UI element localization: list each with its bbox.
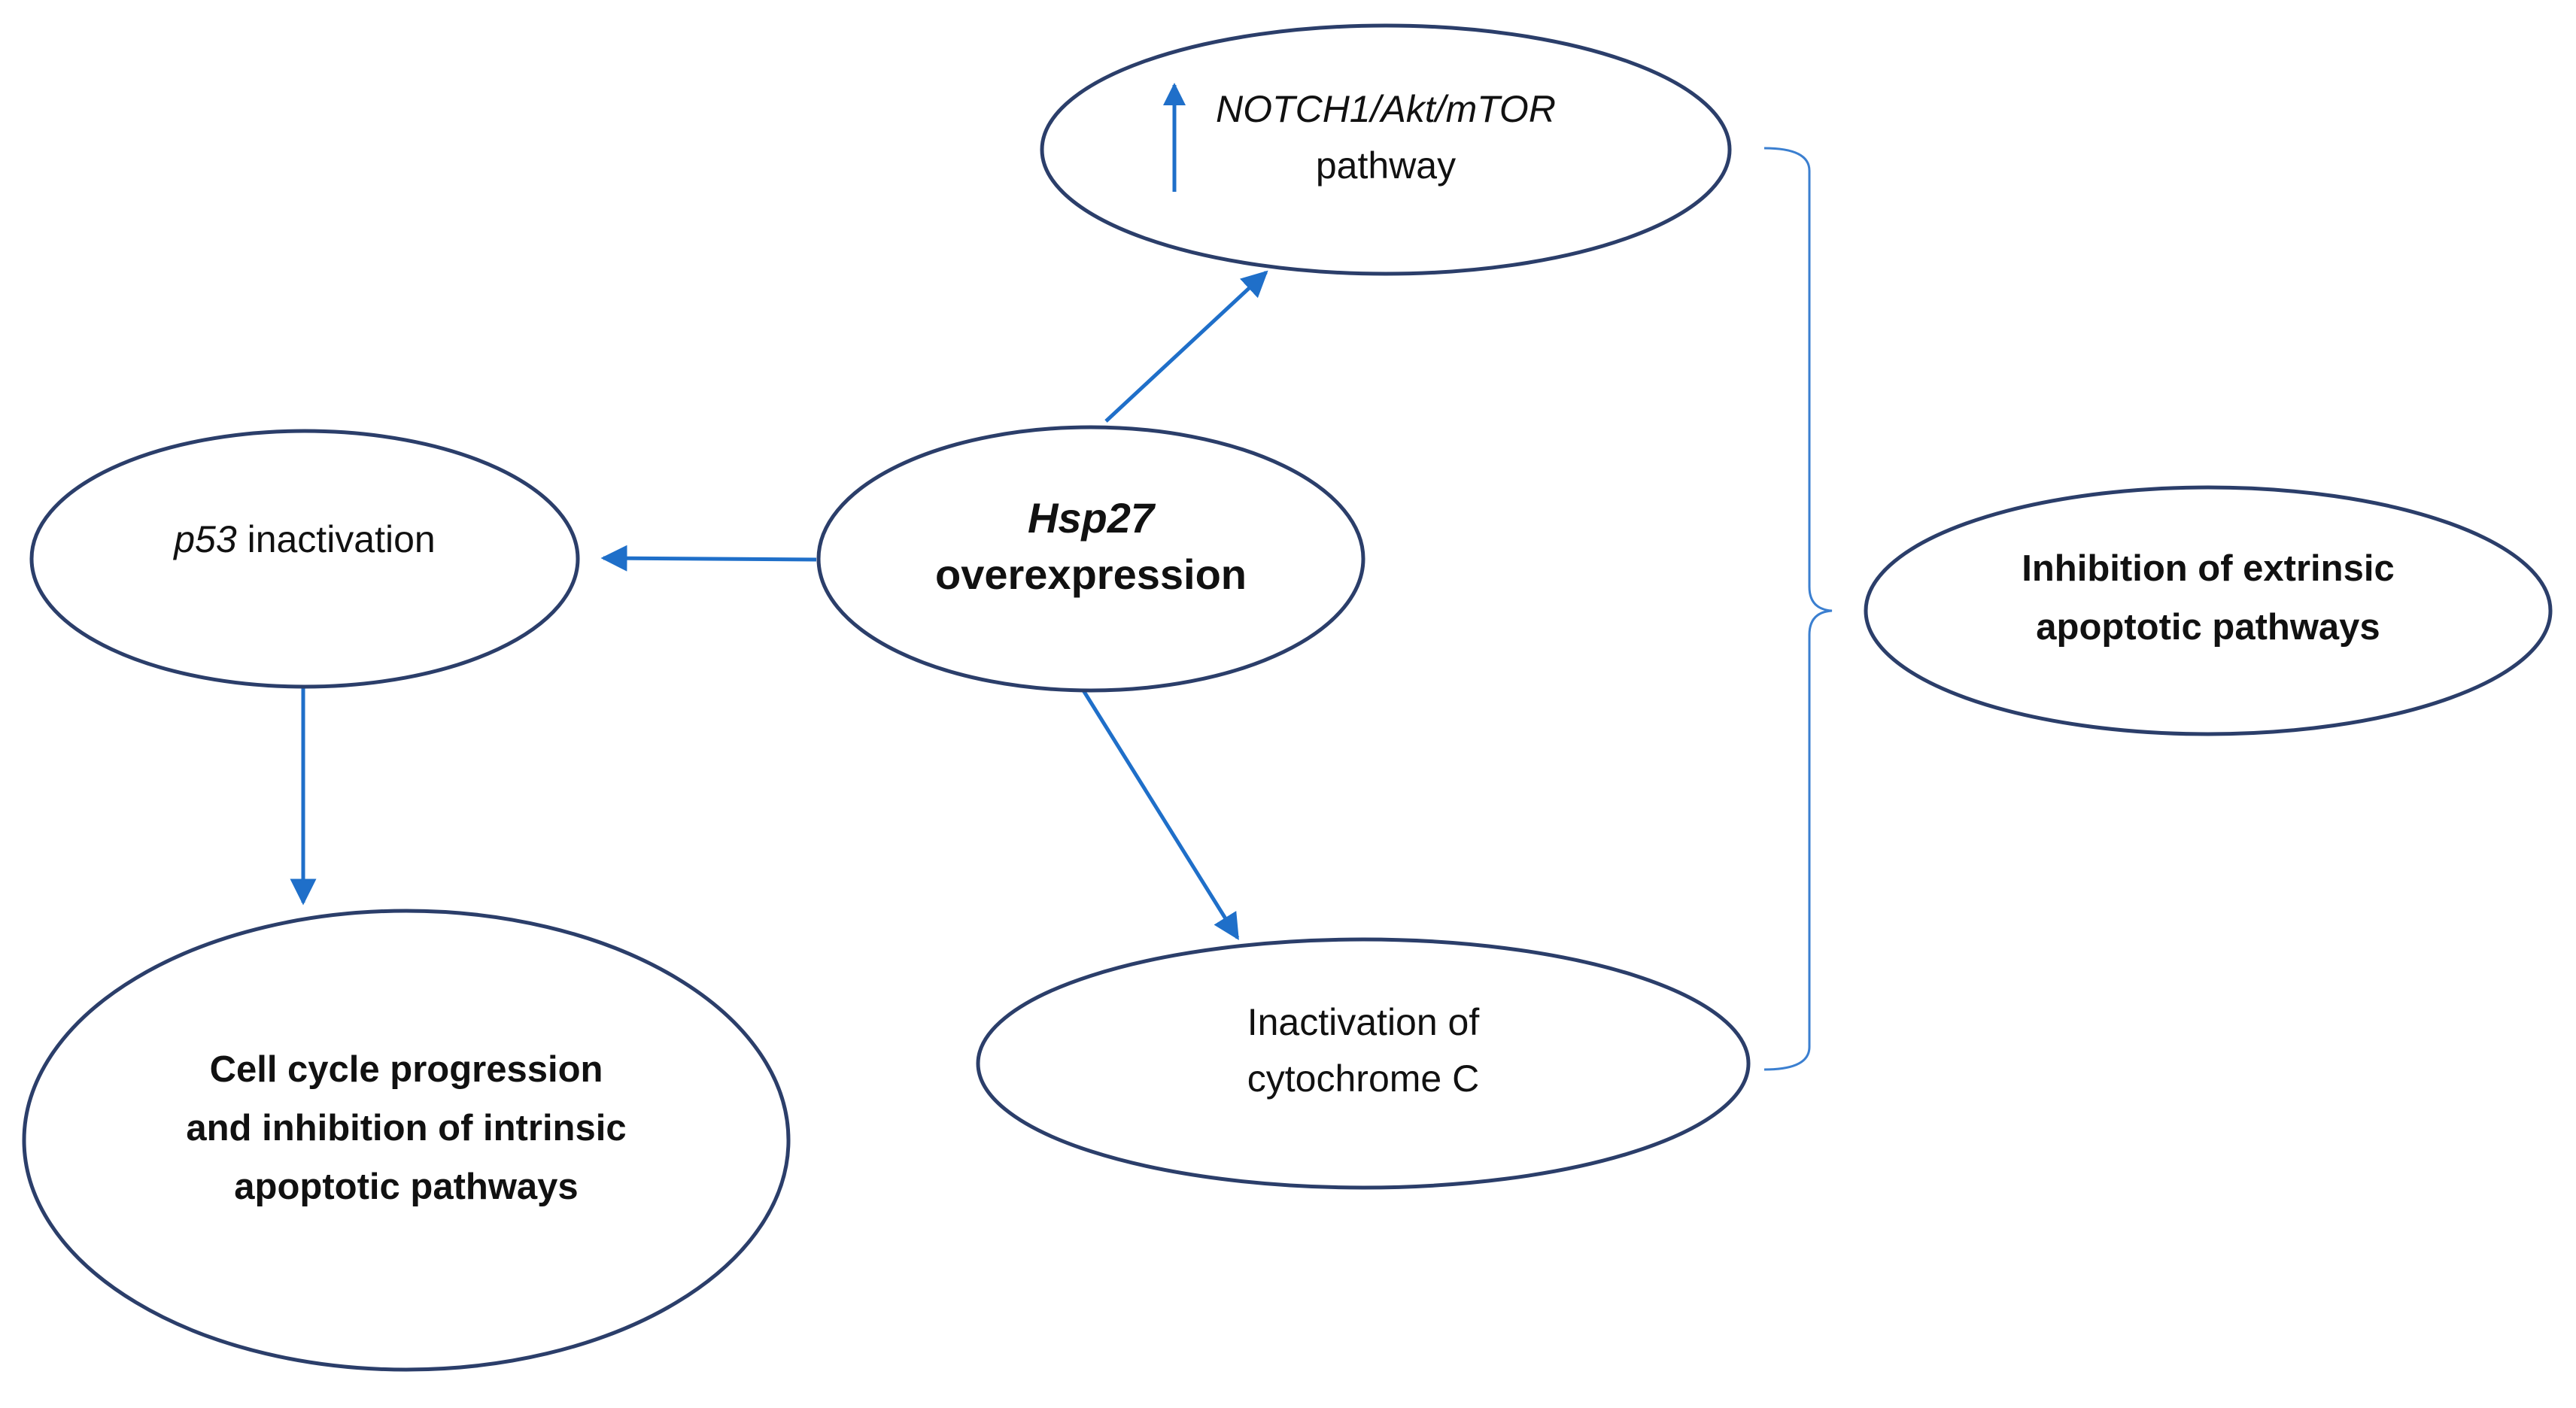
extrinsic-label-line-2-part-1: apoptotic pathways: [2036, 607, 2380, 648]
cytochrome-label-line-2-part-1: cytochrome C: [1247, 1058, 1479, 1100]
hsp27-label-line-2-part-1: overexpression: [935, 551, 1247, 598]
node-notch-pathway-shape: [1040, 23, 1732, 276]
edges-layer: [290, 270, 1268, 940]
grouping-brace: [1763, 147, 1833, 1071]
p53-label-line-1-part-2: inactivation: [237, 518, 436, 560]
node-cell-cycle-progression-shape: [22, 909, 791, 1372]
node-cytochrome-inactivation-label: Inactivation of cytochrome C: [1247, 1001, 1480, 1100]
node-notch-pathway-label: NOTCH1/Akt/mTOR pathway: [1216, 88, 1556, 187]
node-extrinsic-inhibition-label: Inhibition of extrinsic apoptotic pathway…: [2022, 548, 2394, 648]
node-cytochrome-inactivation-shape: [976, 937, 1751, 1190]
extrinsic-label-line-1-part-1: Inhibition of extrinsic: [2022, 548, 2394, 589]
cell_cycle-label-line-2-part-1: and inhibition of intrinsic: [186, 1108, 626, 1149]
node-cell-cycle-progression-label: Cell cycle progression and inhibition of …: [186, 1049, 626, 1207]
node-hsp27-overexpression-label: Hsp27 overexpression: [935, 494, 1247, 598]
node-notch-pathway: NOTCH1/Akt/mTOR pathway: [1040, 23, 1732, 276]
edge-hsp27-to-notch: [1104, 270, 1268, 423]
node-extrinsic-inhibition-shape: [1864, 485, 2553, 736]
notch-label-line-1-part-1: NOTCH1/Akt/mTOR: [1216, 88, 1556, 130]
hsp27-label-line-1-part-1: Hsp27: [1028, 494, 1156, 542]
node-p53-inactivation-label: p53 inactivation: [172, 518, 435, 560]
cytochrome-label-line-1-part-1: Inactivation of: [1247, 1001, 1480, 1043]
cell_cycle-label-line-1-part-1: Cell cycle progression: [210, 1049, 603, 1090]
edge-hsp27-to-cytochrome: [1081, 689, 1240, 940]
cell_cycle-label-line-3-part-1: apoptotic pathways: [234, 1167, 578, 1207]
node-cell-cycle-progression: Cell cycle progression and inhibition of …: [22, 909, 791, 1372]
node-p53-inactivation-shape: [29, 429, 580, 689]
notch-label-line-2-part-1: pathway: [1316, 144, 1456, 187]
p53-label-line-1-part-1: p53: [172, 518, 237, 560]
node-hsp27-overexpression: Hsp27 overexpression: [816, 425, 1365, 693]
node-hsp27-overexpression-shape: [816, 425, 1365, 693]
node-extrinsic-inhibition: Inhibition of extrinsic apoptotic pathway…: [1864, 485, 2553, 736]
node-p53-inactivation: p53 inactivation: [29, 429, 580, 689]
edge-hsp27-to-p53: [600, 545, 817, 572]
node-cytochrome-inactivation: Inactivation of cytochrome C: [976, 937, 1751, 1190]
